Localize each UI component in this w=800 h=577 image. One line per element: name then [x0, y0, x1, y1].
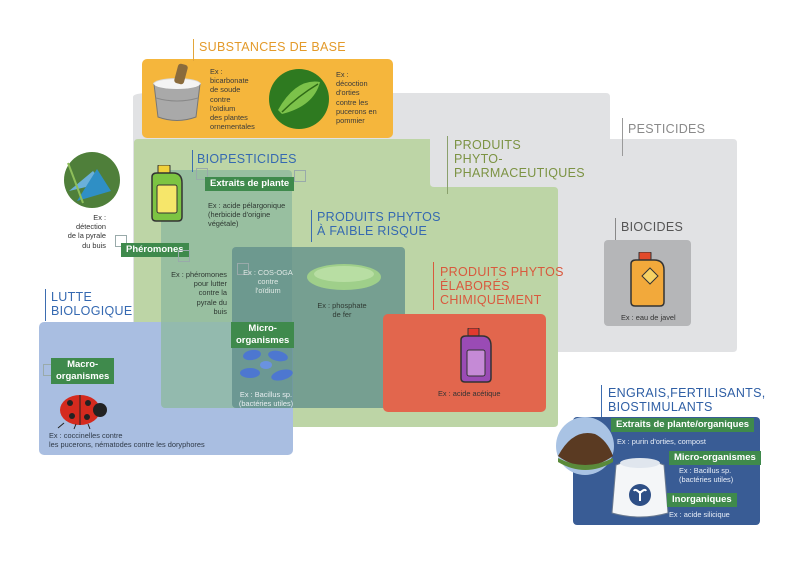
engrais-title-line: [601, 385, 602, 417]
macro-organismes-tag: Macro- organismes: [51, 358, 115, 384]
pesticides-title: PESTICIDES: [628, 122, 706, 136]
bucket-icon: [153, 63, 201, 121]
pesticides-title-line: [622, 118, 623, 156]
engrais-title: ENGRAIS,FERTILISANTS, BIOSTIMULANTS: [608, 386, 766, 414]
substances-title-line: [193, 39, 194, 61]
bacteria-icon: [240, 349, 293, 381]
decoction-example: Ex : décoction d'orties contre les pucer…: [336, 70, 377, 126]
engrais-bacillus-example: Ex : Bacillus sp. (bactéries utiles): [679, 466, 734, 485]
micro-organismes-tag: Micro- organismes: [231, 322, 295, 348]
lutte-biologique-title: LUTTE BIOLOGIQUE: [51, 290, 133, 318]
detection-example: Ex : détection de la pyrale du buis: [67, 213, 106, 250]
pheromones-tag: Phéromones: [121, 243, 189, 257]
extraits-corner-mark-right: [294, 170, 306, 182]
pheromones-corner-mark-right: [178, 250, 190, 262]
elabores-title: PRODUITS PHYTOS ÉLABORÉS CHIMIQUEMENT: [440, 265, 564, 307]
ladybug-icon: [57, 395, 107, 430]
cos-oga-example: Ex : COS-OGA contre l'oïdium: [243, 268, 293, 296]
eau-de-javel-example: Ex : eau de javel: [621, 313, 676, 322]
extraits-corner-mark: [196, 168, 208, 180]
substances-title: SUBSTANCES DE BASE: [199, 40, 346, 54]
biocides-title: BIOCIDES: [621, 220, 684, 234]
phosphate-example: Ex : phosphate de fer: [317, 301, 367, 320]
purple-jerrycan-icon: [460, 328, 492, 383]
faible-risque-title: PRODUITS PHYTOS À FAIBLE RISQUE: [317, 210, 441, 238]
phyto-title: PRODUITS PHYTO- PHARMACEUTIQUES: [454, 138, 585, 180]
phyto-title-line: [447, 136, 448, 194]
acide-pelargonique-example: Ex : acide pélargonique (herbicide d'ori…: [208, 201, 286, 229]
green-jerrycan-icon: [151, 165, 183, 222]
engrais-inorg-tag: Inorganiques: [667, 493, 737, 507]
biopesticides-title: BIOPESTICIDES: [197, 152, 297, 166]
coccinelles-example: Ex : coccinelles contre les pucerons, né…: [49, 431, 205, 450]
cos-oga-corner-mark: [237, 263, 249, 275]
bicarbonate-example: Ex : bicarbonate de soude contre l'oïdiu…: [210, 67, 255, 132]
elabores-title-line: [433, 262, 434, 310]
engrais-micro-tag: Micro-organismes: [669, 451, 761, 465]
purin-example: Ex : purin d'orties, compost: [617, 437, 706, 446]
biocides-title-line: [615, 218, 616, 240]
bacillus-example: Ex : Bacillus sp. (bactéries utiles): [238, 390, 294, 409]
phosphate-granules-icon: [307, 264, 381, 290]
biopesticides-title-line: [192, 150, 193, 172]
extraits-de-plante-tag: Extraits de plante: [205, 177, 295, 191]
pheromones-example: Ex : phéromones pour lutter contre la py…: [171, 270, 227, 316]
pheromone-trap-icon: [64, 152, 120, 208]
orange-jerrycan-icon: [630, 252, 665, 307]
compost-icon: [556, 417, 614, 475]
faible-risque-title-line: [311, 210, 312, 242]
engrais-extraits-tag: Extraits de plante/organiques: [611, 418, 755, 432]
substances-base-region: [142, 59, 393, 138]
lutte-title-line: [45, 289, 46, 321]
acide-acetique-example: Ex : acide acétique: [438, 389, 501, 398]
fertilizer-bag-icon: [611, 458, 669, 518]
nettle-leaf-icon: [269, 69, 329, 129]
acide-silicique-example: Ex : acide silicique: [669, 510, 730, 519]
